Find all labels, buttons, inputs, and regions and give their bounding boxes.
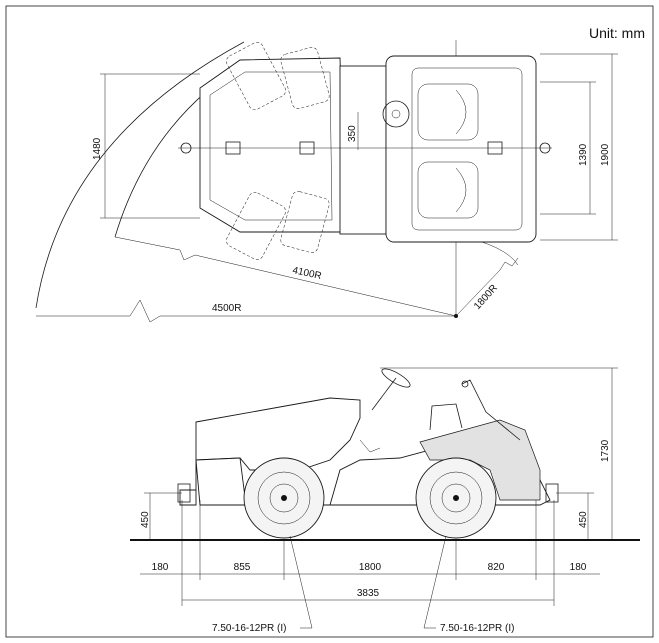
rear-wheel-side — [415, 457, 497, 539]
seat-side — [429, 403, 463, 431]
beacon — [461, 380, 469, 388]
seat-back-left — [455, 89, 467, 135]
dim-3835-label: 3835 — [357, 588, 380, 599]
steering-wheel-side — [381, 368, 411, 388]
hitch-bracket-1 — [225, 141, 241, 155]
dim-1480-label: 1480 — [92, 137, 103, 160]
rear-hitch-top — [539, 142, 551, 154]
seat-right — [417, 161, 479, 219]
dim-450-rear-label: 450 — [578, 511, 589, 528]
dim-180-front-label: 180 — [152, 562, 169, 573]
seat-back-right — [455, 167, 467, 213]
steering-column — [371, 377, 397, 411]
tire-front-label: 7.50-16-12PR (I) — [212, 623, 286, 634]
cab-floor — [411, 67, 523, 231]
hood-top-outline — [199, 57, 346, 233]
hood-panel — [209, 71, 333, 221]
seat-left — [417, 83, 479, 141]
steering-wheel-top — [382, 100, 410, 128]
roll-bar — [461, 379, 521, 441]
radius-line-4100 — [114, 236, 457, 317]
dim-450-front-label: 450 — [140, 511, 151, 528]
front-bumper — [179, 460, 197, 506]
drawing-border — [5, 5, 654, 638]
dim-350-label: 350 — [347, 125, 358, 142]
side-view: 1730 450 450 180 855 1800 820 180 3835 7… — [130, 367, 640, 634]
front-wheels-top — [226, 41, 330, 261]
hitch-bracket-2 — [299, 141, 315, 155]
dim-1390-label: 1390 — [578, 143, 589, 166]
dim-1800r-label: 1800R — [472, 283, 500, 312]
radius-line-1800 — [455, 257, 519, 317]
turn-arc-outer — [35, 41, 245, 309]
dim-4100r-label: 4100R — [291, 265, 322, 282]
dim-1900-label: 1900 — [600, 143, 611, 166]
dim-1730-label: 1730 — [600, 439, 611, 462]
dim-4500r-label: 4500R — [212, 303, 241, 314]
dim-1800-label: 1800 — [359, 562, 382, 573]
pedal — [359, 439, 381, 453]
front-wheel-side — [243, 457, 325, 539]
tire-rear-leader — [423, 535, 447, 629]
hitch-bracket-3 — [487, 141, 503, 155]
dim-820-label: 820 — [488, 562, 505, 573]
steering-hub-top — [391, 109, 401, 119]
dim-855-label: 855 — [234, 562, 251, 573]
tire-front-leader — [289, 535, 313, 629]
cab-top — [385, 55, 537, 243]
cowl-top — [339, 65, 387, 235]
unit-label: Unit: mm — [589, 25, 645, 41]
front-hitch-top — [180, 142, 192, 154]
tire-rear-label: 7.50-16-12PR (I) — [440, 623, 514, 634]
dim-180-rear-label: 180 — [570, 562, 587, 573]
radius-line-4500 — [36, 299, 456, 323]
top-view: 1480 350 1390 1900 4100R 4500R 1800R — [35, 40, 618, 323]
